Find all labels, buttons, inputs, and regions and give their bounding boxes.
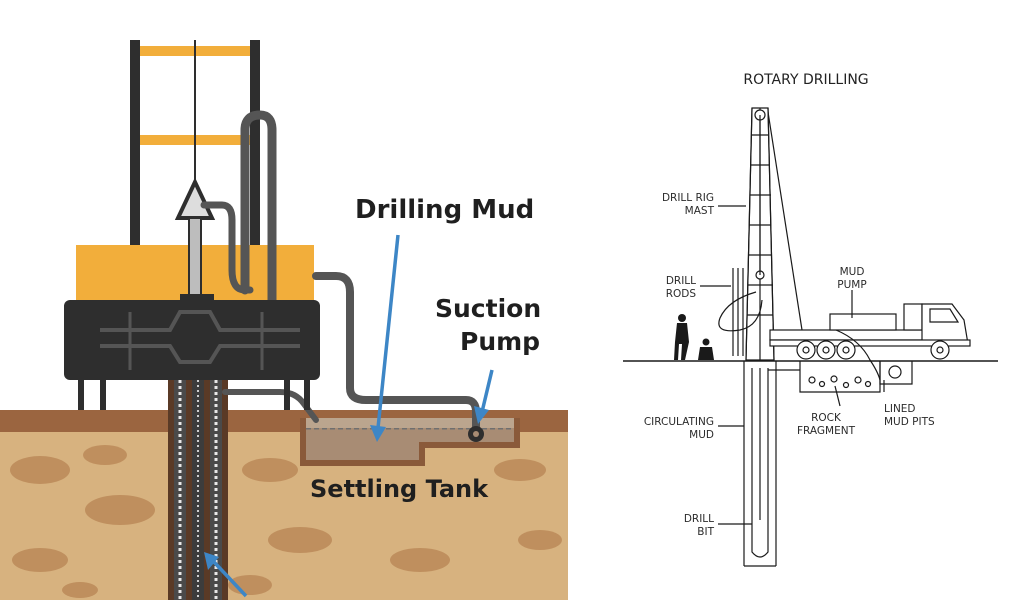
label-rock-fragment-1: ROCK <box>811 412 842 424</box>
label-lined-mud-pits-2: MUD PITS <box>884 416 935 428</box>
settling-tank <box>300 418 520 466</box>
label-circulating-mud-2: MUD <box>689 429 714 441</box>
title-rotary-drilling: ROTARY DRILLING <box>743 72 868 88</box>
truck <box>769 303 971 381</box>
label-drill-rig-mast-1: DRILL RIG <box>662 192 714 204</box>
label-drilling-mud: Drilling Mud <box>355 195 534 225</box>
drill-rig-mast <box>745 107 803 361</box>
label-settling-tank: Settling Tank <box>310 475 489 503</box>
mud-pits <box>799 361 913 393</box>
blue-arrows <box>204 234 494 598</box>
label-suction: Suction <box>435 294 541 323</box>
rig-base <box>64 294 320 380</box>
mud-hoses <box>200 110 480 434</box>
soil-spots <box>10 445 562 598</box>
label-lined-mud-pits-1: LINED <box>884 403 916 415</box>
drill-rods <box>718 268 763 356</box>
rig-legs <box>78 380 310 410</box>
rig-mast <box>130 40 260 302</box>
right-diagram: ROTARY DRILLING <box>623 72 998 567</box>
borehole <box>168 380 228 600</box>
label-drill-bit-1: DRILL <box>684 513 714 525</box>
right-labels: DRILL RIG MAST DRILL RODS MUD PUMP CIRCU… <box>644 192 935 538</box>
label-drill-rods-2: RODS <box>666 288 697 300</box>
workers <box>674 314 714 360</box>
label-pump: Pump <box>460 327 540 356</box>
label-mud-pump-2: PUMP <box>837 279 866 291</box>
right-borehole <box>743 361 800 567</box>
label-mud-pump-1: MUD <box>840 266 865 278</box>
left-diagram: Drilling Mud Suction Pump Settling Tank <box>0 40 568 600</box>
label-rock-fragment-2: FRAGMENT <box>797 425 856 437</box>
label-circulating-mud-1: CIRCULATING <box>644 416 714 428</box>
label-drill-rig-mast-2: MAST <box>685 205 715 217</box>
leader-lines <box>700 205 885 525</box>
label-drill-bit-2: BIT <box>697 526 714 538</box>
label-drill-rods-1: DRILL <box>666 275 696 287</box>
suction-pump <box>468 426 484 442</box>
